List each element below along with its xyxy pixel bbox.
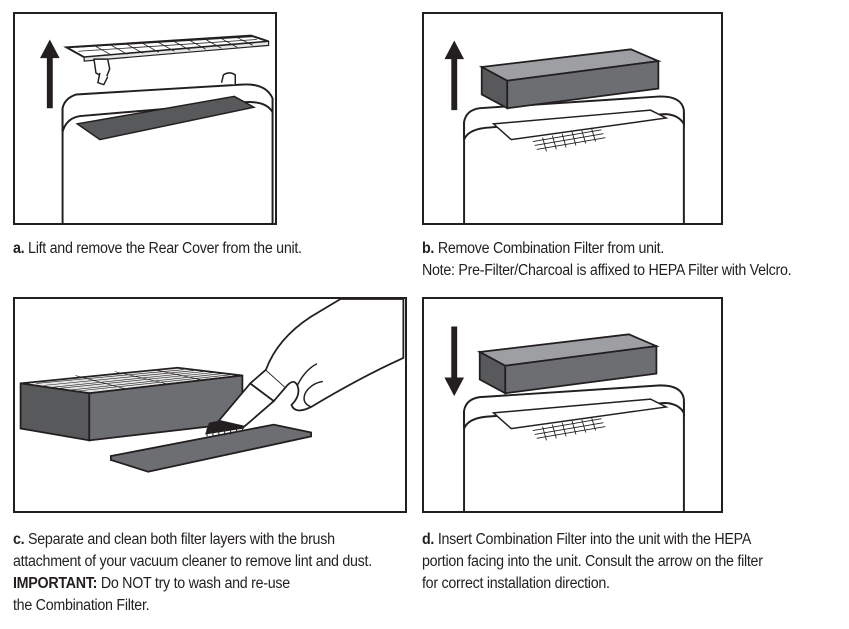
illustration-panel-c [13, 297, 407, 513]
step-letter: b. [422, 240, 435, 257]
step-text-line2: attachment of your vacuum cleaner to rem… [13, 553, 372, 570]
step-text-line1: Separate and clean both filter layers wi… [28, 531, 335, 548]
caption-step-a: a. Lift and remove the Rear Cover from t… [13, 238, 302, 260]
illustration-panel-d [422, 297, 723, 513]
step-text-line3: Do NOT try to wash and re-use [100, 575, 290, 592]
step-text-line1: Insert Combination Filter into the unit … [437, 531, 752, 548]
step-text-line4: the Combination Filter. [13, 597, 150, 614]
illustration-panel-a [13, 12, 277, 225]
step-letter: d. [422, 531, 435, 548]
hand [265, 299, 405, 412]
up-arrow-icon [444, 40, 465, 111]
step-text-line3: for correct installation direction. [422, 575, 610, 592]
remove-filter-illustration [444, 40, 685, 223]
filter-opening [75, 95, 257, 141]
step-note: Note: Pre-Filter/Charcoal is affixed to … [422, 262, 792, 279]
step-letter: a. [13, 240, 25, 257]
caption-step-b: b. Remove Combination Filter from unit. … [422, 238, 792, 282]
pre-filter-sheet [109, 423, 312, 473]
important-label: IMPORTANT: [13, 575, 98, 592]
illustration-panel-b [422, 12, 723, 225]
caption-step-c: c. Separate and clean both filter layers… [13, 529, 372, 617]
step-letter: c. [13, 531, 25, 548]
caption-step-d: d. Insert Combination Filter into the un… [422, 529, 763, 595]
step-text: Lift and remove the Rear Cover from the … [28, 240, 302, 257]
clean-filter-illustration [19, 299, 405, 473]
insert-filter-illustration [444, 326, 685, 511]
step-text-line2: portion facing into the unit. Consult th… [422, 553, 763, 570]
up-arrow-icon [40, 39, 60, 109]
lift-rear-cover-illustration [40, 34, 274, 223]
step-text: Remove Combination Filter from unit. [437, 240, 665, 257]
down-arrow-icon [444, 326, 465, 397]
